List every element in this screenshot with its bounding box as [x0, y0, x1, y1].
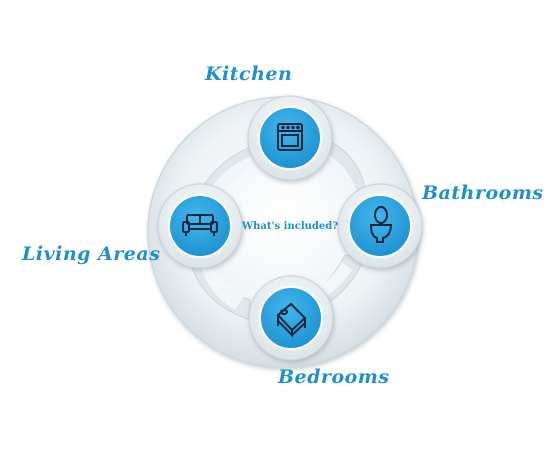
living-areas-label: Living Areas — [22, 243, 161, 265]
toilet-icon — [369, 206, 393, 243]
bedrooms-label: Bedrooms — [278, 366, 390, 388]
oven-icon — [277, 123, 303, 151]
bathrooms-label: Bathrooms — [422, 182, 544, 204]
living-node — [168, 194, 232, 258]
bed-icon — [276, 302, 307, 338]
sofa-icon — [182, 214, 218, 236]
kitchen-node — [258, 106, 322, 170]
bedrooms-node — [259, 286, 323, 350]
kitchen-label: Kitchen — [205, 63, 293, 85]
center-question: What's included? — [241, 221, 339, 232]
